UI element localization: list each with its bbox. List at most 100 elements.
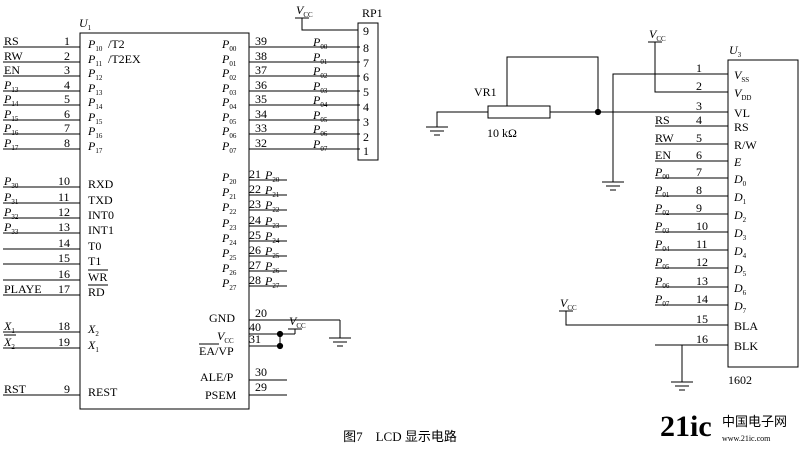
- u1-pin-func-ext: /T2EX: [108, 52, 141, 66]
- u1-pin-number: 35: [255, 92, 267, 106]
- u1-pin-func: P26: [221, 261, 237, 277]
- u1-designator: U1: [79, 16, 92, 32]
- u1-pin-number: 37: [255, 63, 267, 77]
- watermark-url: www.21ic.com: [722, 434, 771, 443]
- u1-net-label: P02: [312, 64, 328, 80]
- u3-pin-func: E: [733, 155, 742, 169]
- u3-pin-number: 12: [696, 255, 708, 269]
- rp1-pin-number: 1: [363, 144, 369, 158]
- u3-pin-number: 9: [696, 201, 702, 215]
- u1-pin-number: 10: [58, 174, 70, 188]
- u3-pin-func: D6: [733, 281, 747, 297]
- vr1-gnd-wire: [436, 111, 488, 127]
- u1-pin-number: 33: [255, 121, 267, 135]
- u3-net-label: P04: [654, 237, 670, 253]
- u1-net-label: P30: [3, 174, 19, 190]
- u1-pin-number: 39: [255, 34, 267, 48]
- u1-pin-func: P12: [87, 66, 103, 82]
- u1-pin-func: VCC: [217, 329, 234, 345]
- u1-pin-func: P15: [87, 110, 103, 126]
- u1-pin-func: P24: [221, 231, 237, 247]
- u1-net-label: PLAYE: [4, 282, 42, 296]
- u1-pin-func: EA/VP: [199, 344, 234, 358]
- u1-pin-number: 15: [58, 251, 70, 265]
- u3-pin-func: VDD: [734, 86, 751, 102]
- u1-net-label: P01: [312, 50, 328, 66]
- u1-net-label: X2: [3, 335, 15, 351]
- u1-net-label: P26: [264, 259, 280, 275]
- figure-caption: 图7 LCD 显示电路: [343, 429, 457, 444]
- rp1-body: [357, 22, 379, 161]
- u1-pin-func: P00: [221, 37, 237, 53]
- u3-pin-number: 3: [696, 99, 702, 113]
- u3-net-label: P03: [654, 219, 670, 235]
- u1-net-label: P04: [312, 93, 328, 109]
- u1-pin-func: P03: [221, 81, 237, 97]
- rp1-vcc-wire: [301, 18, 358, 31]
- vcc-label: VCC: [649, 27, 666, 43]
- u1-pin-func: GND: [209, 311, 235, 325]
- u3-pin-func: D4: [733, 244, 747, 260]
- u1-pin-number: 4: [64, 78, 70, 92]
- u1-net-label: P32: [3, 205, 19, 221]
- u1-pin-func: P20: [221, 170, 237, 186]
- u1-pin-func: T0: [88, 239, 101, 253]
- u1-pin-number: 24: [249, 213, 261, 227]
- rp1-pin-number: 4: [363, 100, 369, 114]
- u3-body: [727, 59, 799, 368]
- u1-pin-func: P04: [221, 95, 237, 111]
- u3-net-label: P06: [654, 274, 670, 290]
- u3-pin-number: 2: [696, 79, 702, 93]
- u1-pin-number: 5: [64, 92, 70, 106]
- u1-pin-number: 30: [255, 365, 267, 379]
- u1-pin-number: 38: [255, 49, 267, 63]
- u1-net-label: P05: [312, 108, 328, 124]
- u3-net-label: EN: [655, 148, 671, 162]
- u1-net-label: P00: [312, 35, 328, 51]
- u1-net-label: P16: [3, 121, 19, 137]
- watermark-cn: 中国电子网: [722, 414, 787, 429]
- u1-net-label: P06: [312, 122, 328, 138]
- u1-pin-number: 3: [64, 63, 70, 77]
- u3-net-label: P02: [654, 201, 670, 217]
- u1-pin-func: P17: [87, 139, 103, 155]
- u3-pin-func: D2: [733, 208, 747, 224]
- blk-wire: [681, 344, 728, 382]
- u1-pin-number: 9: [64, 382, 70, 396]
- u1-pin-func: X1: [87, 338, 99, 354]
- u1-pin-func: P27: [221, 276, 237, 292]
- u1-pin-number: 8: [64, 136, 70, 150]
- u1-pin-func: INT1: [88, 223, 114, 237]
- u1-net-label: P03: [312, 79, 328, 95]
- u1-pin-func: T1: [88, 254, 101, 268]
- u3-pin-number: 16: [696, 332, 708, 346]
- u1-pin-func: P14: [87, 95, 103, 111]
- u1-pin-number: 1: [64, 34, 70, 48]
- u1-pin-number: 32: [255, 136, 267, 150]
- u1-pin-func: P11: [87, 52, 103, 68]
- u1-pin-func: P23: [221, 216, 237, 232]
- u1-net-label: P25: [264, 244, 280, 260]
- rp1-designator: RP1: [362, 6, 383, 20]
- u1-net-label: RW: [4, 49, 23, 63]
- u1-net-label: P31: [3, 190, 19, 206]
- u1-pin-number: 34: [255, 107, 267, 121]
- u1-pin-func: REST: [88, 385, 118, 399]
- u3-pin-func: D5: [733, 262, 747, 278]
- u3-pin-number: 1: [696, 61, 702, 75]
- u3-net-label: P00: [654, 165, 670, 181]
- u1-pin-number: 25: [249, 228, 261, 242]
- u3-pin-func: VSS: [734, 68, 749, 84]
- u3-pin-number: 13: [696, 274, 708, 288]
- u1-pin-number: 22: [249, 182, 261, 196]
- rp1-pin-number: 6: [363, 70, 369, 84]
- vcc-label: VCC: [289, 314, 306, 330]
- u1-pin-number: 19: [58, 335, 70, 349]
- u1-pin-number: 16: [58, 267, 70, 281]
- u1-pin-number: 2: [64, 49, 70, 63]
- u1-pin-number: 12: [58, 205, 70, 219]
- vcc-label: VCC: [560, 296, 577, 312]
- u3-pin-number: 6: [696, 148, 702, 162]
- u1-pin-func: INT0: [88, 208, 114, 222]
- u1-pin-func: P22: [221, 200, 237, 216]
